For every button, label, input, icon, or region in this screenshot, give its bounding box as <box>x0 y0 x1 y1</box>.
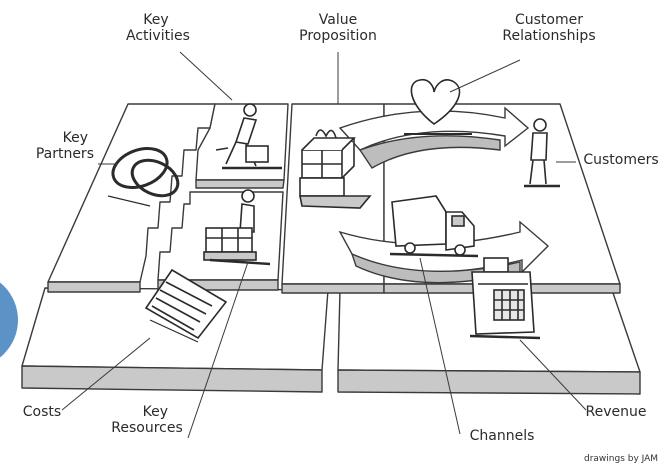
forklift-icon <box>203 189 271 266</box>
label-key-resources-line1: Key <box>142 404 168 420</box>
label-key-partners: Key Partners <box>14 130 94 162</box>
label-key-partners-line2: Partners <box>35 146 94 162</box>
label-key-activities-line1: Key <box>143 12 169 28</box>
credit-text: drawings by JAM <box>584 454 659 464</box>
heart-icon <box>404 78 472 135</box>
cash-register-icon <box>469 257 541 340</box>
label-costs: Costs <box>18 404 66 420</box>
label-key-activities: Key Activities <box>126 12 190 44</box>
label-channels-text: Channels <box>469 428 535 444</box>
label-customer-relationships: Customer Relationships <box>482 12 616 44</box>
label-customers-text: Customers <box>583 152 659 168</box>
label-costs-text: Costs <box>22 404 62 420</box>
label-value-proposition-line1: Value <box>318 12 358 28</box>
label-channels: Channels <box>458 428 546 444</box>
key-partners-block <box>47 103 216 293</box>
label-value-proposition: Value Proposition <box>286 12 390 44</box>
label-revenue: Revenue <box>576 404 656 420</box>
label-customers: Customers <box>578 152 664 168</box>
cost-slab <box>21 287 329 393</box>
relationship-arrow <box>338 106 530 169</box>
label-customer-relationships-line1: Customer <box>514 12 583 28</box>
gift-boxes-icon <box>299 129 372 209</box>
label-value-proposition-line2: Proposition <box>299 28 377 44</box>
truck-icon <box>389 195 479 258</box>
leader-lines <box>61 51 587 439</box>
label-key-resources: Key Resources <box>102 404 192 436</box>
person-icon <box>524 118 560 188</box>
label-key-partners-line1: Key <box>62 130 88 146</box>
label-key-activities-line2: Activities <box>126 28 190 44</box>
receipt-icon <box>144 268 228 343</box>
worker-icon <box>215 103 282 170</box>
label-customer-relationships-line2: Relationships <box>502 28 596 44</box>
rings-icon <box>107 147 180 207</box>
label-key-resources-line2: Resources <box>111 420 183 436</box>
accent-circle <box>0 282 18 358</box>
label-revenue-text: Revenue <box>585 404 647 420</box>
